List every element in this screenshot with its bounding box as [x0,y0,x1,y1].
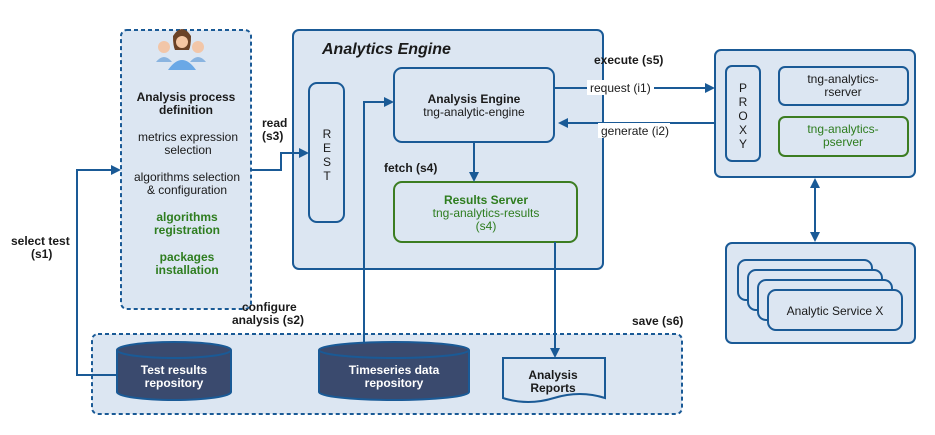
read-arrow [251,148,309,171]
analytic-service-box [767,289,903,331]
results-server-subtitle: tng-analytics-results [433,206,540,220]
save-label: save (s6) [632,314,683,328]
configure-label-2: analysis (s2) [232,313,304,327]
proxy-letter-p: P [739,81,747,95]
proxy-letter-o: O [738,109,747,123]
analysis-reports-doc [502,357,606,403]
pserver-label-2: pserver [823,135,863,149]
metrics-label-1: metrics expression [138,130,238,144]
timeseries-db-icon [318,341,470,401]
rserver-label-1: tng-analytics- [807,72,878,86]
rest-letter-s: S [323,155,331,169]
algorithms-label-1: algorithms selection [134,170,240,184]
pserver-label-1: tng-analytics- [807,122,878,136]
generate-label-bg [598,123,670,138]
configure-arrow [363,97,394,343]
rest-box [308,82,345,223]
generate-label: generate (i2) [601,124,669,138]
algorithms-label-2: & configuration [147,183,227,197]
results-server-step: (s4) [476,219,497,233]
test-results-db-icon [116,341,232,401]
rest-letter-t: T [323,169,331,183]
proxy-letter-r: R [739,95,748,109]
read-label-1: read [262,116,287,130]
read-label-2: (s3) [262,129,283,143]
rserver-label-2: rserver [824,85,861,99]
registration-label-1: algorithms [156,210,218,224]
fetch-label: fetch (s4) [384,161,437,175]
timeseries-label-1: Timeseries data [349,363,440,377]
rserver-box [778,66,909,106]
test-results-label-2: repository [145,376,204,390]
configure-label-1: configure [242,300,297,314]
rest-letter-e: E [323,141,331,155]
test-results-label-1: Test results [141,363,208,377]
analysis-process-title-1: Analysis process [137,90,236,104]
analysis-engine-subtitle: tng-analytic-engine [423,105,525,119]
packages-label-2: installation [155,263,218,277]
analysis-engine-title: Analysis Engine [428,92,521,106]
reports-label-2: Reports [530,381,576,395]
request-label-bg [587,80,654,95]
select-test-label-1: select test [11,234,70,248]
select-test-label-2: (s1) [31,247,52,261]
analytic-service-label: Analytic Service X [787,304,884,318]
select-test-arrow [76,165,121,376]
analytics-engine-title: Analytics Engine [321,41,451,58]
pserver-box [778,116,909,157]
packages-label-1: packages [160,250,215,264]
execute-label: execute (s5) [594,53,663,67]
reports-label-1: Analysis [528,368,578,382]
metrics-label-2: selection [164,143,211,157]
users-icon [156,29,206,70]
proxy-box [725,65,761,162]
rest-letter-r: R [323,127,332,141]
request-label: request (i1) [590,81,651,95]
analysis-process-title-2: definition [159,103,213,117]
results-server-title: Results Server [444,193,528,207]
registration-label-2: registration [154,223,220,237]
proxy-letter-y: Y [739,137,747,151]
results-server-box [393,181,578,243]
timeseries-label-2: repository [365,376,424,390]
proxy-letter-x: X [739,123,747,137]
